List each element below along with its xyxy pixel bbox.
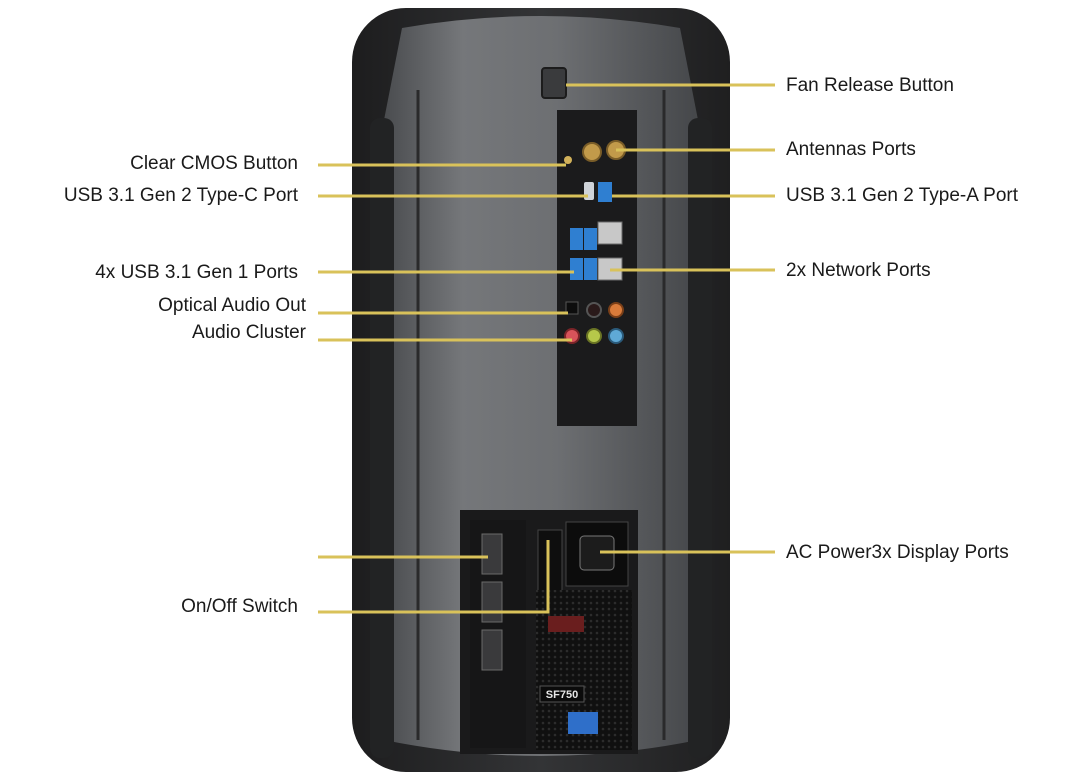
psu-model-text: SF750 xyxy=(546,689,578,701)
label-network-ports: 2x Network Ports xyxy=(786,260,931,281)
audio-jack-black xyxy=(586,302,602,318)
label-on-off-switch: On/Off Switch xyxy=(181,596,298,617)
psu-red-badge xyxy=(548,616,584,632)
usb-gen1-port-1 xyxy=(570,228,583,250)
psu-blue-connector xyxy=(568,712,598,734)
optical-audio-port xyxy=(565,301,579,315)
usb-gen1-port-2 xyxy=(584,228,597,250)
label-usb-type-c-port: USB 3.1 Gen 2 Type-C Port xyxy=(63,185,298,206)
label-antennas-ports: Antennas Ports xyxy=(786,139,916,160)
label-usb-gen1-ports: 4x USB 3.1 Gen 1 Ports xyxy=(95,262,298,283)
fan-release-button xyxy=(541,67,567,99)
label-audio-cluster: Audio Cluster xyxy=(191,322,306,343)
leader-on-off-switch xyxy=(318,540,550,614)
leader-lines xyxy=(318,83,775,614)
display-port-3 xyxy=(481,629,503,671)
audio-jack-green xyxy=(586,328,602,344)
io-shield xyxy=(557,110,637,426)
label-optical-audio-out: Optical Audio Out xyxy=(158,295,306,316)
usb-gen1-port-4 xyxy=(584,258,597,280)
audio-jack-blue xyxy=(608,328,624,344)
display-port-2 xyxy=(481,581,503,623)
audio-jack-orange xyxy=(608,302,624,318)
psu-model-badge xyxy=(539,685,585,703)
label-clear-cmos-button: Clear CMOS Button xyxy=(130,153,298,174)
right-side-rail xyxy=(688,118,712,758)
usb-gen1-port-3 xyxy=(570,258,583,280)
label-fan-release-button: Fan Release Button xyxy=(786,75,954,96)
usb-type-a-gen2-port xyxy=(598,182,612,202)
antenna-port-1 xyxy=(582,142,602,162)
network-port-1 xyxy=(597,221,623,245)
clear-cmos-button xyxy=(564,156,572,164)
display-port-1 xyxy=(481,533,503,575)
left-side-rail xyxy=(370,118,394,758)
label-usb-type-a-port: USB 3.1 Gen 2 Type-A Port xyxy=(786,185,1018,206)
label-ac-power-display-ports: AC Power3x Display Ports xyxy=(786,542,1009,563)
